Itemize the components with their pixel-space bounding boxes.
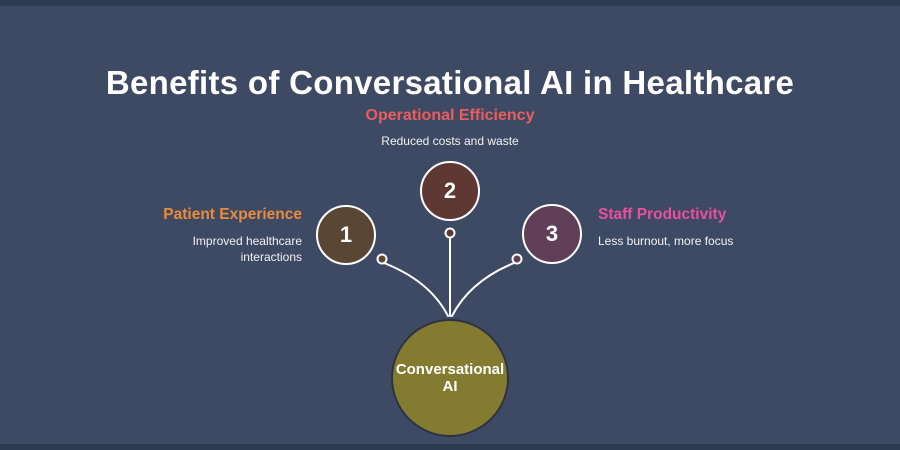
benefit-circle-3: 3: [522, 204, 582, 264]
benefit-description-1: Improved healthcare interactions: [192, 234, 302, 265]
benefit-label-patient-experience: Patient Experience Improved healthcare i…: [142, 206, 302, 265]
benefit-title-1: Patient Experience: [163, 206, 302, 223]
benefit-label-staff-productivity: Staff Productivity Less burnout, more fo…: [598, 206, 788, 249]
connector-dot-3: [511, 253, 523, 265]
benefit-circle-1: 1: [316, 205, 376, 265]
benefit-title-3: Staff Productivity: [598, 206, 727, 223]
benefit-number-2: 2: [443, 178, 457, 203]
center-label: Conversational AI: [395, 361, 505, 395]
bottom-edge-bar: [0, 444, 900, 450]
top-edge-bar: [0, 0, 900, 6]
page-title: Benefits of Conversational AI in Healthc…: [105, 64, 795, 102]
center-circle: Conversational AI: [391, 319, 509, 437]
benefit-number-3: 3: [545, 221, 559, 246]
benefit-circle-2: 2: [420, 161, 480, 221]
benefit-number-1: 1: [339, 222, 353, 247]
benefit-label-operational-efficiency: Operational Efficiency Reduced costs and…: [275, 107, 625, 149]
connector-line-3: [451, 262, 515, 317]
benefit-description-2: Reduced costs and waste: [381, 134, 519, 148]
benefit-description-3: Less burnout, more focus: [598, 234, 734, 248]
connector-dot-1: [376, 253, 388, 265]
benefit-title-2: Operational Efficiency: [365, 107, 535, 124]
connector-line-1: [383, 262, 449, 317]
connector-dot-2: [444, 227, 456, 239]
